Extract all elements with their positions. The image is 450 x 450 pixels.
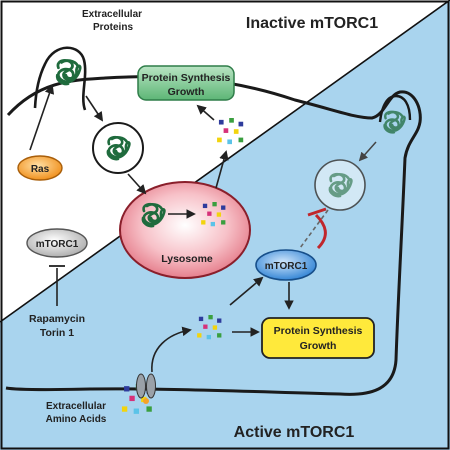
lysosome xyxy=(119,181,251,279)
extracellular-amino-acids-label-2: Amino Acids xyxy=(46,414,107,425)
protein-synthesis-top-label-1: Protein Synthesis xyxy=(142,72,231,84)
protein-synthesis-bottom-label-2: Growth xyxy=(300,340,337,352)
macropinocytic-cup-right xyxy=(378,94,412,123)
macropinosome-vesicle xyxy=(92,122,144,174)
rapamycin-label: Rapamycin xyxy=(29,313,85,325)
dashed-link-vesicle-mtorc1 xyxy=(299,209,329,249)
protein-synthesis-box-bottom xyxy=(261,317,375,359)
extracellular-proteins-label-2: Proteins xyxy=(93,22,133,33)
arrow-vesicle-to-lysosome xyxy=(127,173,147,195)
ras-label: Ras xyxy=(31,164,50,175)
inhibition-bar xyxy=(307,207,327,217)
arrow-lysosome-to-amino-acids xyxy=(215,150,229,189)
arrow-uptake-to-vesicle xyxy=(85,95,104,122)
region-divider xyxy=(0,0,450,323)
arrow-ras-to-uptake xyxy=(29,84,55,151)
amino-acid-transporter-icon xyxy=(136,373,156,404)
lysosome-label: Lysosome xyxy=(161,253,213,265)
macropinocytic-cup-left xyxy=(33,46,87,111)
title-active: Active mTORC1 xyxy=(234,424,355,441)
extracellular-amino-acids-label-1: Extracellular xyxy=(46,401,106,412)
macropinosome-vesicle-right xyxy=(314,159,366,211)
inhibition-arc xyxy=(314,213,327,250)
arrow-right-uptake xyxy=(358,141,377,162)
arrow-amino-acids-to-mtorc1 xyxy=(229,276,264,306)
protein-synthesis-bottom-label-1: Protein Synthesis xyxy=(274,325,363,337)
title-inactive: Inactive mTORC1 xyxy=(246,15,378,32)
ras-oval xyxy=(17,155,63,181)
mtorc1-inactive-oval xyxy=(26,228,88,258)
protein-synthesis-top-label-2: Growth xyxy=(168,86,205,98)
arrow-transport-in xyxy=(151,326,192,373)
mtorc1-active-oval xyxy=(255,249,317,281)
arrow-amino-acids-to-synthesis xyxy=(196,104,215,121)
extracellular-proteins-label-1: Extracellular xyxy=(82,9,142,20)
mtorc1-active-label: mTORC1 xyxy=(265,261,308,272)
protein-synthesis-box-top xyxy=(137,65,235,101)
mtorc1-inactive-label: mTORC1 xyxy=(36,239,79,250)
torin-label: Torin 1 xyxy=(40,327,74,339)
